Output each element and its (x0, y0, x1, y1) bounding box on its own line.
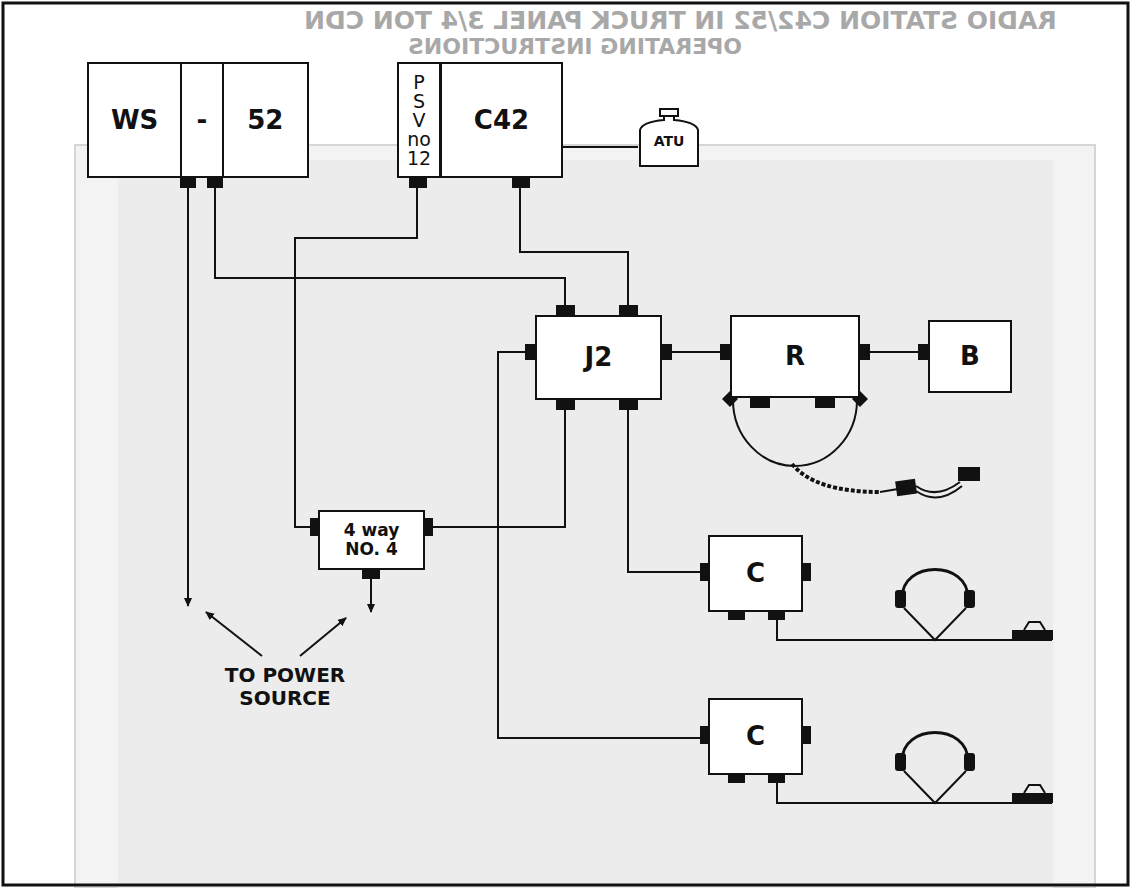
connecting-cable (628, 400, 708, 572)
connector-socket (362, 570, 380, 579)
connector-socket (803, 563, 811, 581)
unit-label: R (785, 342, 805, 371)
connecting-cable (563, 146, 638, 148)
bleed-through-title: RADIO STATION C42/52 IN TRUCK PANEL 3/4 … (304, 7, 1057, 35)
unit-label: 4 way NO. 4 (336, 521, 408, 558)
connecting-cable (498, 352, 708, 738)
leader-arrow (206, 612, 262, 656)
radio-set: WS - 52 (87, 62, 309, 178)
connecting-cable (662, 351, 730, 353)
panel-section: - (180, 64, 221, 176)
antenna-tuning-unit: ATU (638, 108, 700, 168)
radio-set: C42 (440, 62, 563, 178)
connector-socket (768, 775, 785, 783)
connecting-cable (215, 178, 565, 315)
connector-socket (815, 398, 835, 408)
panel-section: 52 (222, 64, 307, 176)
unit-label: 52 (247, 106, 283, 135)
photo-ground (75, 145, 1095, 888)
control-box: C (708, 698, 803, 775)
connector-socket (728, 612, 745, 620)
connector-socket (750, 398, 770, 408)
connector-sockets (180, 178, 928, 783)
unit-label: C (746, 559, 765, 588)
unit-label: J2 (585, 343, 613, 372)
frame (3, 3, 1128, 885)
connecting-cable (520, 178, 628, 315)
photo-ground (118, 160, 1053, 888)
remote-cable (722, 391, 980, 497)
connecting-cable (425, 400, 565, 527)
connector-socket (728, 775, 745, 783)
power-supply-unit: P S V no 12 (397, 62, 441, 178)
connector-socket (700, 726, 708, 744)
connector-socket (768, 612, 785, 620)
unit-label: C42 (474, 106, 529, 135)
unit-label: - (197, 106, 208, 135)
power-lead (370, 579, 372, 612)
power-lead (187, 188, 189, 606)
power-source-label: TO POWER SOURCE (205, 664, 365, 710)
connector-socket (803, 726, 811, 744)
four-way-junction: 4 way NO. 4 (318, 510, 425, 570)
unit-label: B (960, 342, 980, 371)
connector-socket (180, 178, 196, 188)
headset-and-microphone (777, 733, 1053, 804)
battery-box: B (928, 320, 1012, 393)
leader-arrow (300, 618, 346, 656)
unit-label: WS (111, 106, 158, 135)
unit-label: C (746, 722, 765, 751)
panel-section: WS (89, 64, 180, 176)
unit-label: ATU (654, 134, 685, 149)
connecting-cable (860, 351, 928, 353)
headset-and-microphone (777, 570, 1053, 641)
unit-label: P S V no 12 (406, 73, 432, 168)
remote-unit: R (730, 315, 860, 398)
connecting-cable (295, 178, 417, 527)
bleed-through-title: OPERATING INSTRUCTIONS (408, 35, 742, 59)
control-box: C (708, 535, 803, 612)
junction-box: J2 (535, 315, 662, 400)
